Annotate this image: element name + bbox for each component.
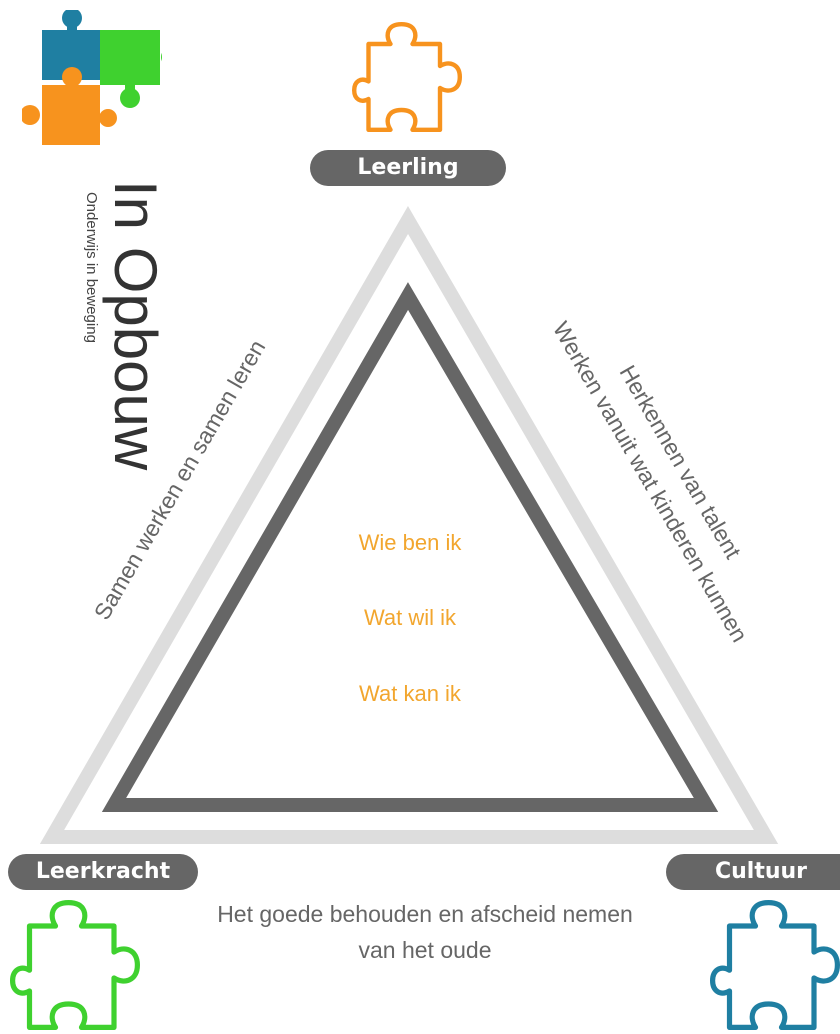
center-item-1: Wie ben ik [358,530,462,555]
edge-text-bottom-line2: van het oude [358,937,492,963]
edge-text-bottom-line1: Het goede behouden en afscheid nemen [217,901,633,927]
node-label-leerling: Leerling [310,150,506,186]
center-item-2: Wat wil ik [363,605,457,630]
outer-triangle [39,206,779,844]
node-label-cultuur: Cultuur [666,854,840,890]
logo-subtitle: Onderwijs in beweging [83,192,100,343]
inner-triangle [101,282,719,812]
logo-puzzle-icon [22,10,162,145]
node-label-leerkracht: Leerkracht [8,854,198,890]
right-puzzle-piece-icon [710,900,840,1030]
logo-title: In Opbouw [102,180,169,471]
left-puzzle-piece-icon [10,900,140,1030]
top-puzzle-piece-icon [352,22,462,132]
center-item-3: Wat kan ik [359,681,461,706]
